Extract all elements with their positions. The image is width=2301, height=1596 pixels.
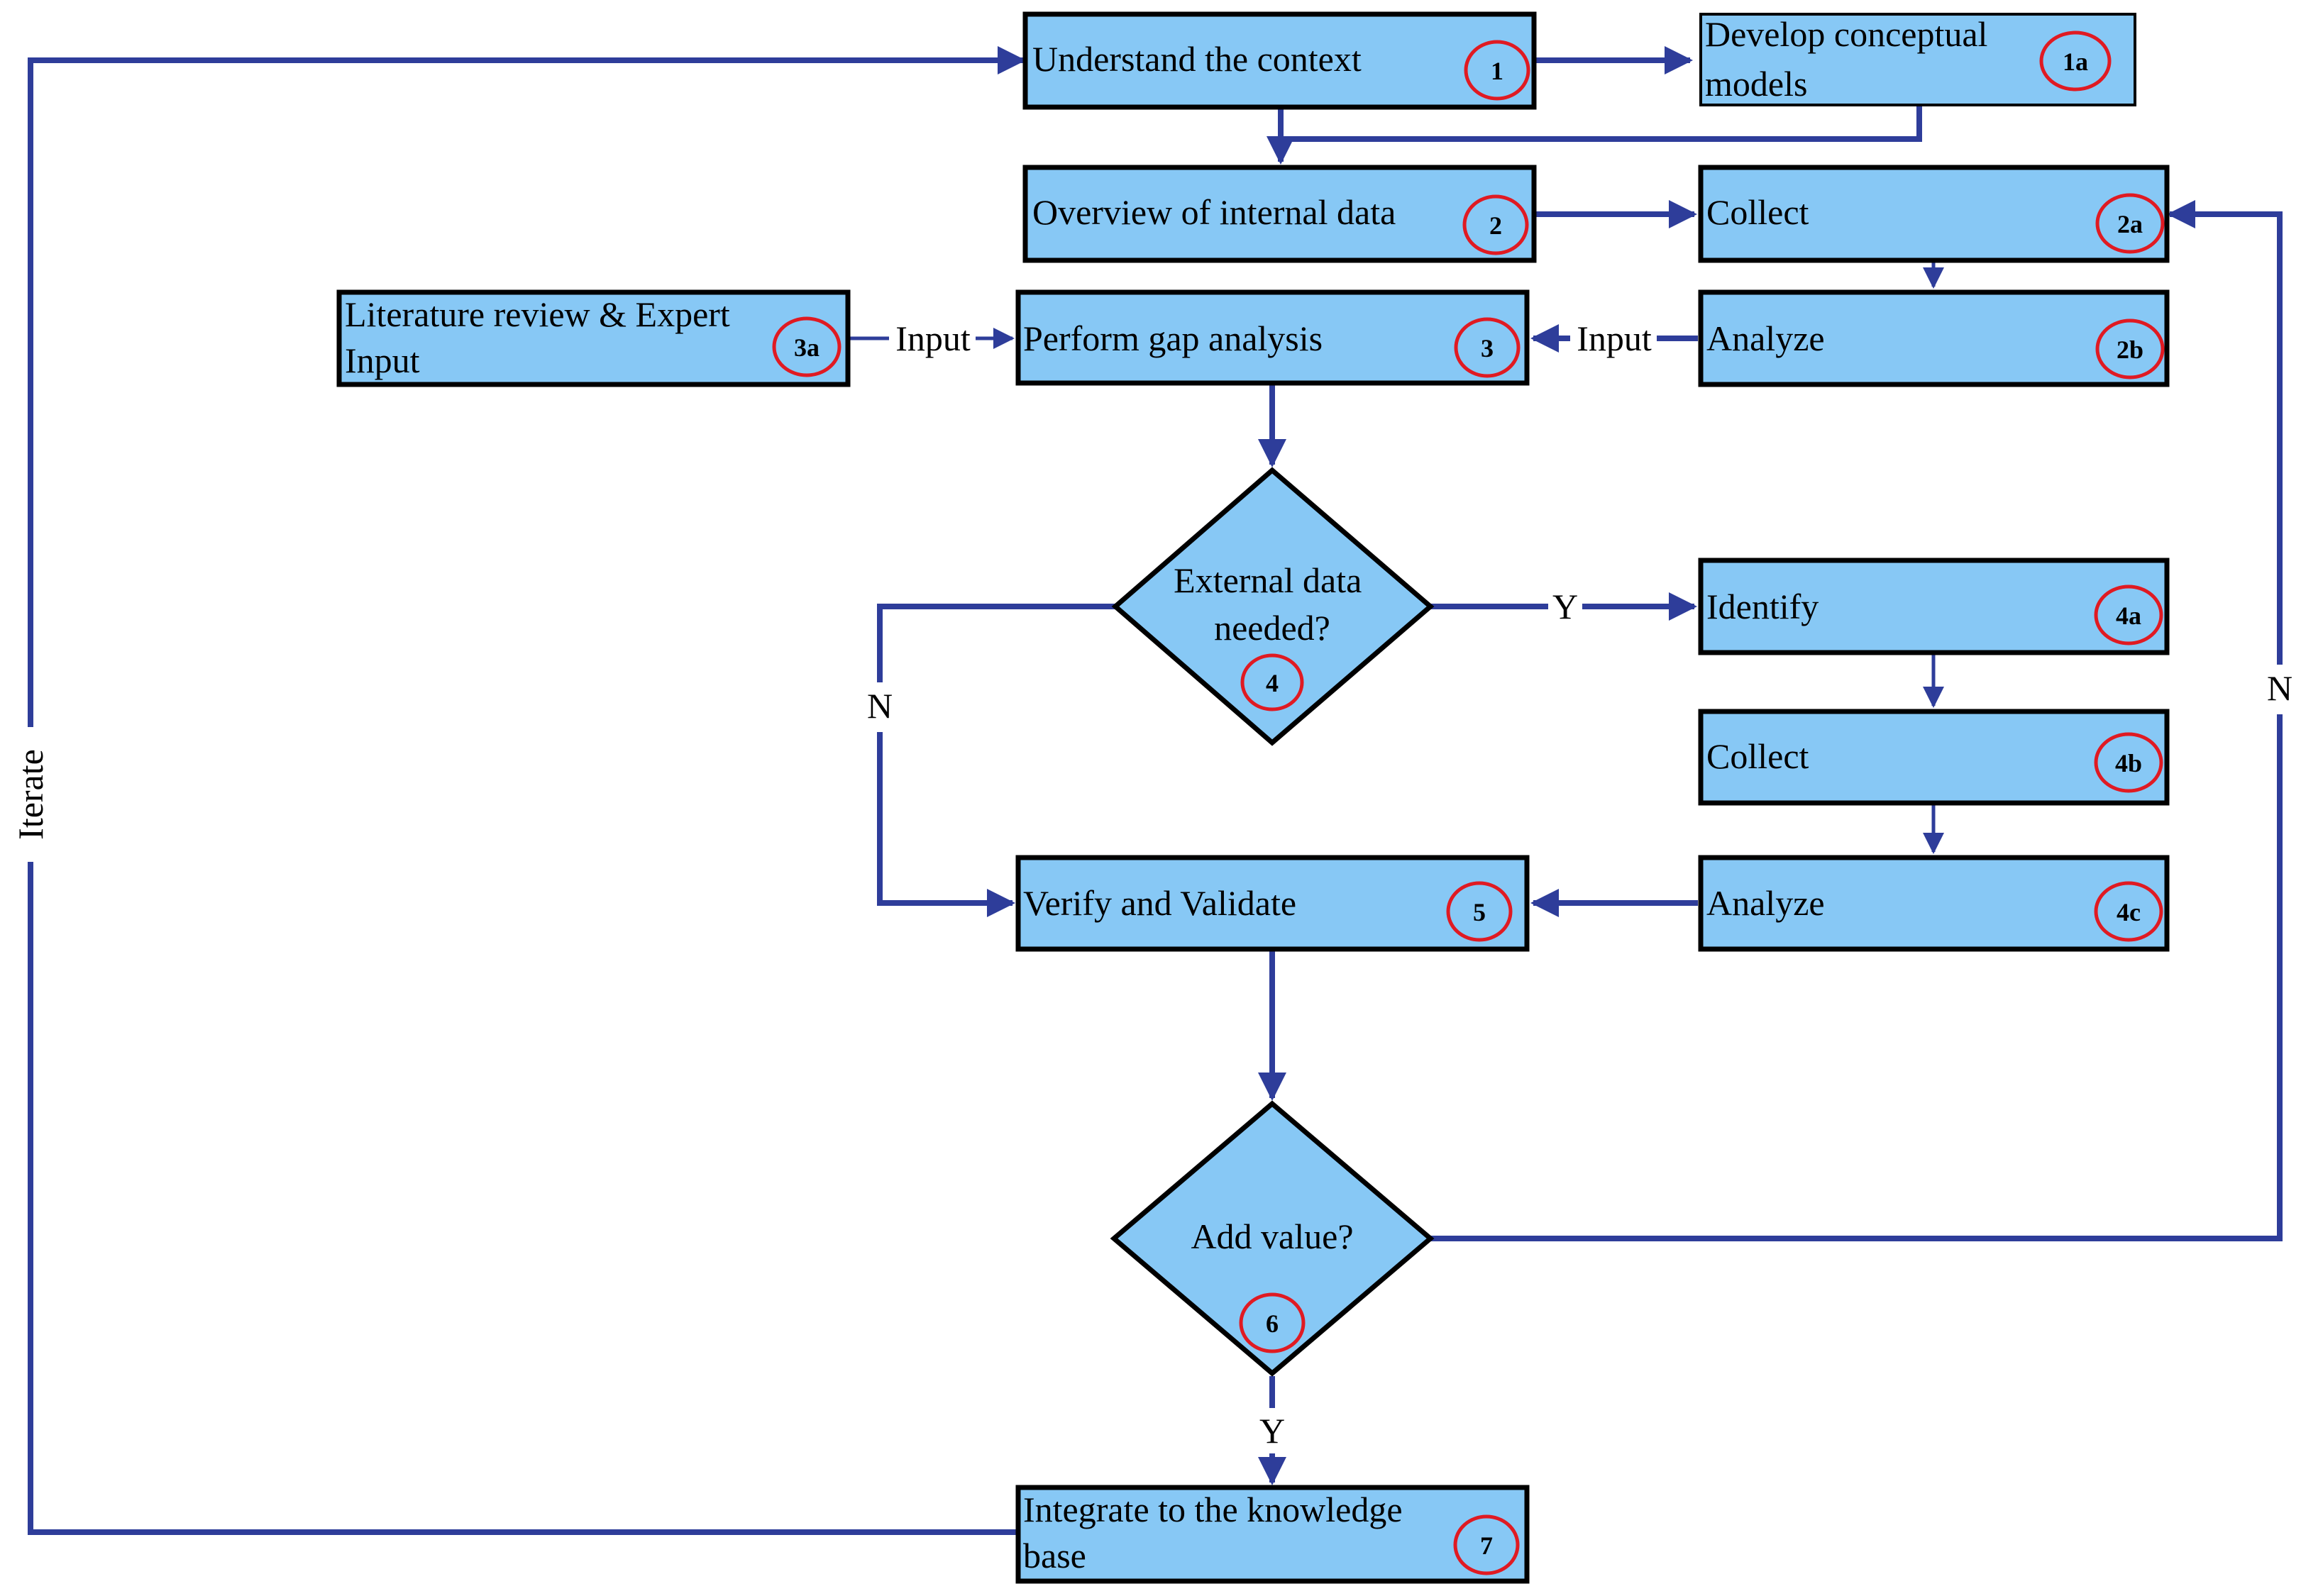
node-3a-line-1: Literature review & Expert bbox=[345, 294, 730, 334]
badge-2a: 2a bbox=[2117, 210, 2143, 238]
badge-3: 3 bbox=[1481, 334, 1494, 362]
node-2b-line-1: Analyze bbox=[1706, 318, 1825, 358]
svg-text:Add value?: Add value? bbox=[1191, 1217, 1353, 1256]
edge-label-yes-value: Y bbox=[1259, 1411, 1285, 1451]
node-7-line-2: base bbox=[1023, 1536, 1086, 1575]
svg-text:Overview of internal data: Overview of internal data bbox=[1032, 192, 1396, 232]
edge-4-to-5-no bbox=[877, 604, 1115, 917]
edge-1a-to-2 bbox=[1281, 105, 1922, 142]
edge-label-input-left: Input bbox=[895, 318, 971, 358]
node-6-line-1: Add value? bbox=[1191, 1217, 1353, 1256]
node-2a-line-1: Collect bbox=[1706, 192, 1809, 232]
node-2-line-1: Overview of internal data bbox=[1032, 192, 1396, 232]
node-develop-conceptual-models: Develop conceptual models 1a bbox=[1699, 13, 2136, 106]
node-4a-line-1: Identify bbox=[1706, 587, 1819, 626]
edge-6-to-2a-no bbox=[1430, 200, 2283, 1241]
node-analyze-external: Analyze 4c bbox=[1698, 855, 2170, 952]
badge-1a: 1a bbox=[2063, 48, 2088, 76]
node-external-data-needed: External data needed? 4 bbox=[1111, 467, 1435, 746]
node-1a-line-1: Develop conceptual bbox=[1705, 14, 1987, 54]
node-4-line-2: needed? bbox=[1214, 608, 1330, 648]
edge-label-no-value: N bbox=[2267, 668, 2292, 708]
svg-text:Analyze: Analyze bbox=[1706, 318, 1825, 358]
edge-label-yes-external: Y bbox=[1552, 587, 1578, 626]
edge-labels: Input Input Y N N Y Iterate bbox=[9, 316, 2301, 1453]
svg-text:Collect: Collect bbox=[1706, 192, 1809, 232]
svg-text:External data needed?: External data needed? bbox=[1174, 560, 1371, 648]
svg-text:Identify: Identify bbox=[1706, 587, 1819, 626]
node-integrate-knowledge-base: Integrate to the knowledge base 7 bbox=[1015, 1485, 1530, 1584]
node-collect-internal: Collect 2a bbox=[1698, 165, 2170, 263]
node-analyze-internal: Analyze 2b bbox=[1698, 289, 2170, 387]
node-3a-line-2: Input bbox=[345, 340, 420, 380]
badge-6: 6 bbox=[1266, 1309, 1279, 1338]
node-1-line-1: Understand the context bbox=[1032, 39, 1362, 79]
node-verify-validate: Verify and Validate 5 bbox=[1015, 855, 1530, 952]
node-7-line-1: Integrate to the knowledge bbox=[1023, 1490, 1403, 1529]
svg-text:Understand the context: Understand the context bbox=[1032, 39, 1362, 79]
svg-text:Collect: Collect bbox=[1706, 736, 1809, 776]
svg-text:Literature review & Expert: Literature review & Expert Input bbox=[345, 294, 739, 380]
svg-text:Verify and Validate: Verify and Validate bbox=[1023, 883, 1296, 923]
badge-1: 1 bbox=[1491, 57, 1503, 85]
svg-text:Integrate to the knowledge: Integrate to the knowledge base bbox=[1023, 1490, 1411, 1575]
badge-4: 4 bbox=[1266, 669, 1279, 697]
node-overview-internal-data: Overview of internal data 2 bbox=[1022, 165, 1537, 263]
edge-label-iterate: Iterate bbox=[11, 749, 50, 840]
node-identify: Identify 4a bbox=[1698, 558, 2170, 655]
node-4b-line-1: Collect bbox=[1706, 736, 1809, 776]
badge-5: 5 bbox=[1473, 898, 1486, 926]
badge-4c: 4c bbox=[2117, 898, 2141, 926]
edge-label-no-external: N bbox=[867, 686, 893, 726]
badge-4b: 4b bbox=[2115, 749, 2142, 777]
badge-7: 7 bbox=[1480, 1531, 1493, 1560]
badge-4a: 4a bbox=[2116, 602, 2141, 630]
node-understand-context: Understand the context 1 bbox=[1022, 11, 1537, 110]
node-4-line-1: External data bbox=[1174, 560, 1362, 600]
svg-text:Perform gap analysis: Perform gap analysis bbox=[1023, 318, 1323, 358]
badge-2: 2 bbox=[1489, 211, 1502, 240]
badge-2b: 2b bbox=[2117, 336, 2143, 364]
node-3-line-1: Perform gap analysis bbox=[1023, 318, 1323, 358]
node-5-line-1: Verify and Validate bbox=[1023, 883, 1296, 923]
badge-3a: 3a bbox=[794, 333, 820, 362]
node-1a-line-2: models bbox=[1705, 64, 1807, 104]
node-literature-review: Literature review & Expert Input 3a bbox=[336, 289, 851, 387]
nodes: Understand the context 1 Develop concept… bbox=[336, 11, 2170, 1584]
svg-text:Develop conceptual mod: Develop conceptual models bbox=[1705, 14, 1997, 104]
node-4c-line-1: Analyze bbox=[1706, 883, 1825, 923]
edge-label-input-right: Input bbox=[1577, 318, 1652, 358]
node-collect-external: Collect 4b bbox=[1698, 709, 2170, 806]
node-add-value: Add value? 6 bbox=[1110, 1100, 1435, 1377]
node-perform-gap-analysis: Perform gap analysis 3 bbox=[1015, 289, 1530, 386]
svg-text:Analyze: Analyze bbox=[1706, 883, 1825, 923]
edge-7-to-1-iterate bbox=[28, 46, 1026, 1535]
